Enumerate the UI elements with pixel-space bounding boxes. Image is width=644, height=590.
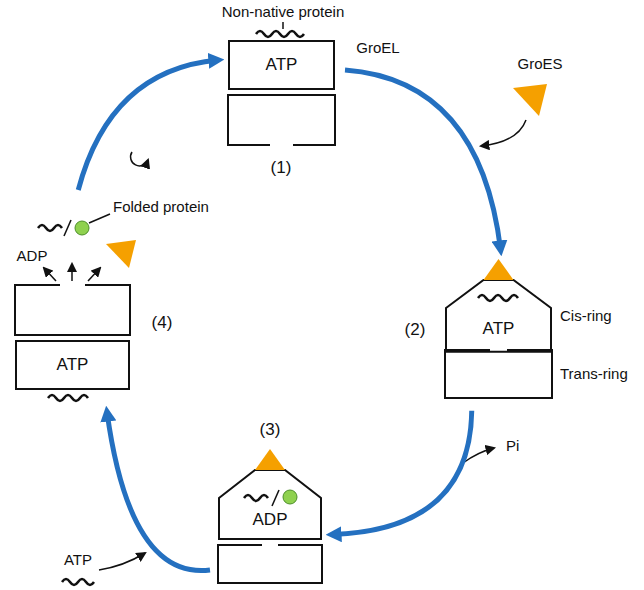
protein-chain xyxy=(256,31,304,37)
release-arrow xyxy=(88,268,100,281)
rotation-symbol xyxy=(131,152,148,166)
leader-line xyxy=(89,214,110,223)
cycle-arrow xyxy=(78,60,218,190)
part-label: Non-native protein xyxy=(222,3,345,20)
trans-ring xyxy=(218,545,322,583)
groel-ring xyxy=(228,95,335,145)
release-arrow xyxy=(71,264,73,281)
slash xyxy=(272,490,279,506)
binding-arrow xyxy=(99,553,145,570)
part-label: Cis-ring xyxy=(560,307,612,324)
slash xyxy=(64,220,71,236)
protein-chain xyxy=(244,495,268,501)
part-label: Folded protein xyxy=(113,198,209,215)
callout-number: (3) xyxy=(260,420,281,440)
nucleotide-label: ATP xyxy=(483,320,515,339)
groes-lid xyxy=(513,84,547,116)
folded-protein xyxy=(283,490,297,504)
binding-arrow xyxy=(481,120,526,146)
ring-outline xyxy=(445,258,552,353)
callout-number: (4) xyxy=(152,313,173,333)
part-label: ADP xyxy=(17,247,48,264)
cycle-arrow xyxy=(345,70,501,250)
part-label: Pi xyxy=(506,437,519,454)
groel-ring: ATP xyxy=(15,340,130,390)
protein-chain xyxy=(48,395,88,401)
cis-ring: ADP xyxy=(218,448,322,540)
trans-ring xyxy=(445,350,552,398)
cycle-arrow xyxy=(332,411,472,535)
nucleotide-label: ATP xyxy=(266,56,298,75)
part-label: Trans-ring xyxy=(560,365,628,382)
part-label: ATP xyxy=(64,551,92,568)
leader-line xyxy=(282,22,284,29)
folded-protein xyxy=(75,221,89,235)
groel-ring: ATP xyxy=(228,40,335,90)
callout-number: (1) xyxy=(271,158,292,178)
protein-chain xyxy=(38,225,62,231)
release-arrow xyxy=(44,268,56,281)
nucleotide-label: ADP xyxy=(253,511,288,530)
nucleotide-label: ATP xyxy=(57,356,89,375)
part-label: GroES xyxy=(517,55,562,72)
callout-number: (2) xyxy=(405,320,426,340)
part-label: GroEL xyxy=(356,39,399,56)
groes-lid xyxy=(106,240,136,268)
protein-chain xyxy=(62,579,94,585)
cis-ring: ATP xyxy=(445,258,552,353)
groel-ring xyxy=(15,285,130,335)
cycle-arrow xyxy=(107,412,210,571)
protein-chain xyxy=(478,295,518,301)
